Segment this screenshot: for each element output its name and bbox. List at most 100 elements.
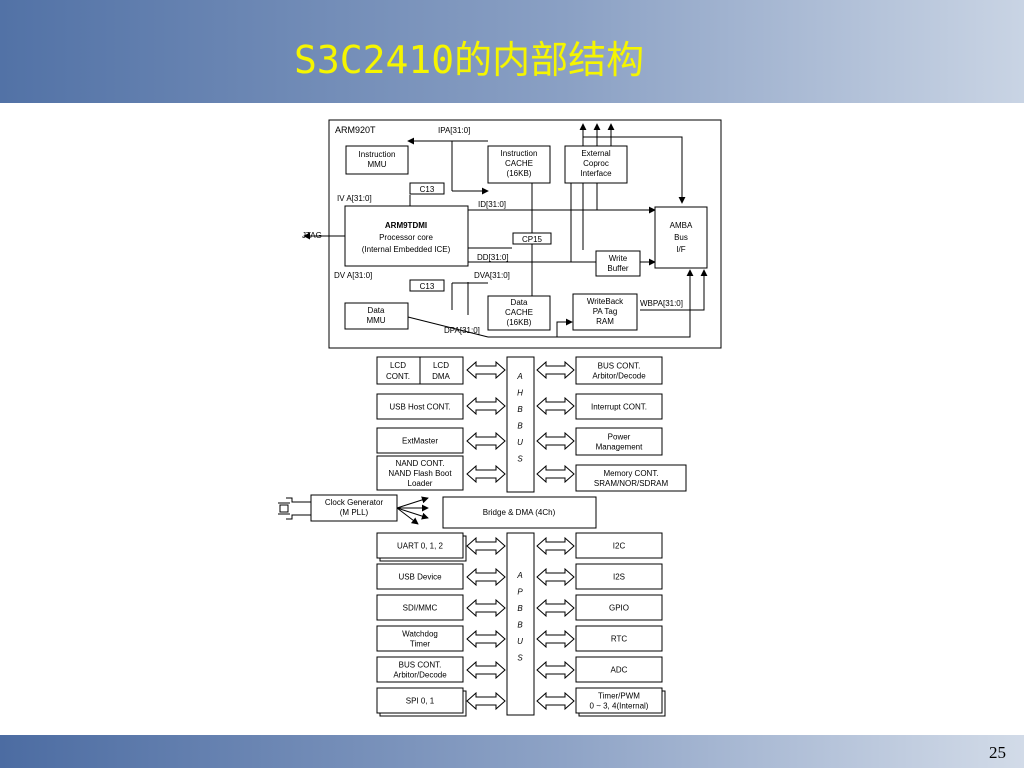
apb-arrows <box>466 536 575 711</box>
footer-bar <box>0 735 1024 768</box>
apb-left-1-box <box>376 532 464 559</box>
apb-left-2: USB Device <box>376 563 464 590</box>
wire-wbram <box>556 318 573 337</box>
ahb-left-arrow-1 <box>466 360 506 380</box>
apb-right-3-box <box>575 594 663 621</box>
apb-left-6-line1: SPI 0, 1 <box>406 697 435 706</box>
apb-letter-2: P <box>517 588 523 597</box>
write-buffer-line2: Buffer <box>607 264 629 273</box>
data-mmu-line1: Data <box>368 306 385 315</box>
dva-left-label: DV A[31:0] <box>334 271 372 280</box>
data-cache-line2: CACHE <box>505 308 533 317</box>
ahb-left-1: USB Host CONT. <box>376 393 464 420</box>
apb-right-arrow-1 <box>536 536 575 556</box>
ahb-right-4-line1: Memory CONT. <box>603 469 658 478</box>
ahb-letter-1: A <box>516 372 522 381</box>
apb-left-1: UART 0, 1, 2 <box>376 532 467 562</box>
ahb-letter-6: S <box>517 455 523 464</box>
instruction-mmu <box>345 145 409 175</box>
data-cache-line3: (16KB) <box>507 318 532 327</box>
apb-right-5: ADC <box>575 656 663 683</box>
apb-right-5-box <box>575 656 663 683</box>
cp15-register <box>512 232 552 245</box>
apb-left-3: SDI/MMC <box>376 594 464 621</box>
instruction-cache-line3: (16KB) <box>507 169 532 178</box>
ahb-right-3-line2: Management <box>596 443 643 452</box>
external-coproc-line1: External <box>581 149 611 158</box>
apb-letter-5: U <box>517 637 523 646</box>
apb-right-6-line2: 0 ~ 3, 4(Internal) <box>590 702 649 711</box>
crystal-wire-bot <box>286 514 311 520</box>
instruction-cache <box>487 145 551 184</box>
apb-bus <box>506 532 535 716</box>
ahb-right-3-box <box>575 427 663 456</box>
apb-right-2: I2S <box>575 563 663 590</box>
apb-left-arrow-5 <box>466 660 506 680</box>
ahb-right-2: Interrupt CONT. <box>575 393 663 420</box>
wbpa-label: WBPA[31:0] <box>640 299 683 308</box>
ahb-left-3-line3: Loader <box>408 479 433 488</box>
ahb-left-1-box <box>376 393 464 420</box>
apb-left-4-line2: Timer <box>410 640 430 649</box>
data-mmu-line2: MMU <box>366 316 385 325</box>
slide-title: S3C2410的内部结构 <box>294 38 645 82</box>
ahb-letter-3: B <box>517 405 523 414</box>
instruction-cache-line2: CACHE <box>505 159 533 168</box>
header-bar <box>0 0 1024 103</box>
ahb-right-arrow-4 <box>536 464 575 484</box>
apb-left-2-box <box>376 563 464 590</box>
arm9-line3: (Internal Embedded ICE) <box>362 245 451 254</box>
arm9tdmi-core <box>344 205 469 267</box>
clock-section: Clock Generator (M PLL) Bridge & DMA (4C… <box>278 494 597 529</box>
dd-label: DD[31:0] <box>477 253 509 262</box>
data-cache-line1: Data <box>511 298 528 307</box>
apb-left-1-line1: UART 0, 1, 2 <box>397 542 444 551</box>
apb-right-arrow-6 <box>536 691 575 711</box>
ahb-letter-4: B <box>517 422 523 431</box>
apb-right-2-line1: I2S <box>613 573 625 582</box>
write-buffer-line1: Write <box>609 254 628 263</box>
ahb-right-4: Memory CONT.SRAM/NOR/SDRAM <box>575 464 687 492</box>
id-label: ID[31:0] <box>478 200 506 209</box>
clock-fan-1 <box>396 496 429 509</box>
data-cache <box>487 295 551 331</box>
cp15-label: CP15 <box>522 235 543 244</box>
lcd-cont-line1: LCD <box>390 361 406 370</box>
wire-dpa-amba <box>488 269 694 338</box>
apb-right-4-box <box>575 625 663 652</box>
ahb-right-1: BUS CONT.Arbitor/Decode <box>575 356 663 385</box>
apb-left-5-line2: Arbitor/Decode <box>393 671 447 680</box>
ahb-left-arrow-4 <box>466 464 506 484</box>
apb-left-arrow-2 <box>466 567 506 587</box>
apb-left-arrow-6 <box>466 691 506 711</box>
apb-left-arrow-1 <box>466 536 506 556</box>
apb-right-3-line1: GPIO <box>609 604 629 613</box>
apb-right-arrow-4 <box>536 629 575 649</box>
apb-left-5-box <box>376 656 464 683</box>
ahb-left-1-line1: USB Host CONT. <box>389 403 450 412</box>
ahb-right-2-box <box>575 393 663 420</box>
amba-line2: Bus <box>674 233 688 242</box>
clock-generator <box>310 494 398 522</box>
page-number: 25 <box>989 743 1006 762</box>
ahb-right-1-line2: Arbitor/Decode <box>592 372 646 381</box>
apb-left-arrow-3 <box>466 598 506 618</box>
apb-right-4-line1: RTC <box>611 635 628 644</box>
external-coproc <box>564 145 628 184</box>
ahb-right-1-line1: BUS CONT. <box>598 362 641 371</box>
lcd-cont-line2: CONT. <box>386 372 410 381</box>
amba-line3: I/F <box>676 245 685 254</box>
writeback-line2: PA Tag <box>593 307 618 316</box>
apb-letter-4: B <box>517 621 523 630</box>
apb-letter-6: S <box>517 654 523 663</box>
lcd-dma-line2: DMA <box>432 372 450 381</box>
ahb-left-arrow-3 <box>466 431 506 451</box>
wire-dpa <box>407 316 489 338</box>
apb-left-3-line1: SDI/MMC <box>403 604 438 613</box>
apb-right-1-box <box>575 532 663 559</box>
